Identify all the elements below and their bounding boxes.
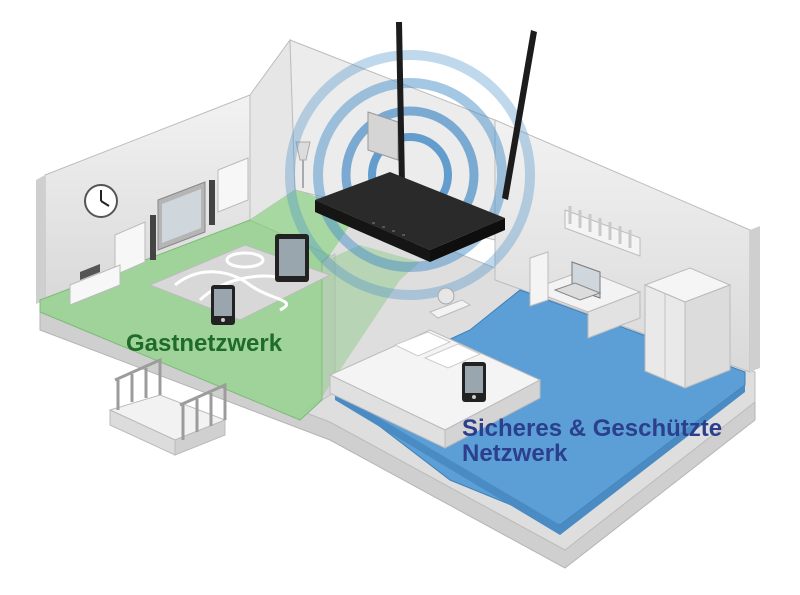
secure-network-label-line2: Netzwerk (462, 440, 568, 468)
bookshelf-icon (564, 206, 641, 257)
smartphone-icon (462, 362, 486, 402)
guest-network-label: Gastnetzwerk (126, 330, 283, 357)
wall-picture (367, 111, 399, 161)
lamp-icon (428, 287, 472, 319)
tv-icon (69, 157, 249, 306)
router-icon (315, 22, 537, 262)
laptop-icon (528, 251, 642, 339)
staircase-icon (108, 357, 227, 456)
clock-icon (84, 184, 118, 218)
smartphone-icon (211, 285, 235, 325)
lamp-icon (295, 141, 311, 188)
bed-icon (328, 329, 542, 449)
secure-network-label-line1: Sicheres & Geschützte (462, 415, 723, 442)
tablet-icon (275, 234, 309, 282)
wardrobe-icon (643, 267, 732, 389)
secure-network-label: Sicheres & Geschützte Netzwerk (462, 415, 723, 468)
